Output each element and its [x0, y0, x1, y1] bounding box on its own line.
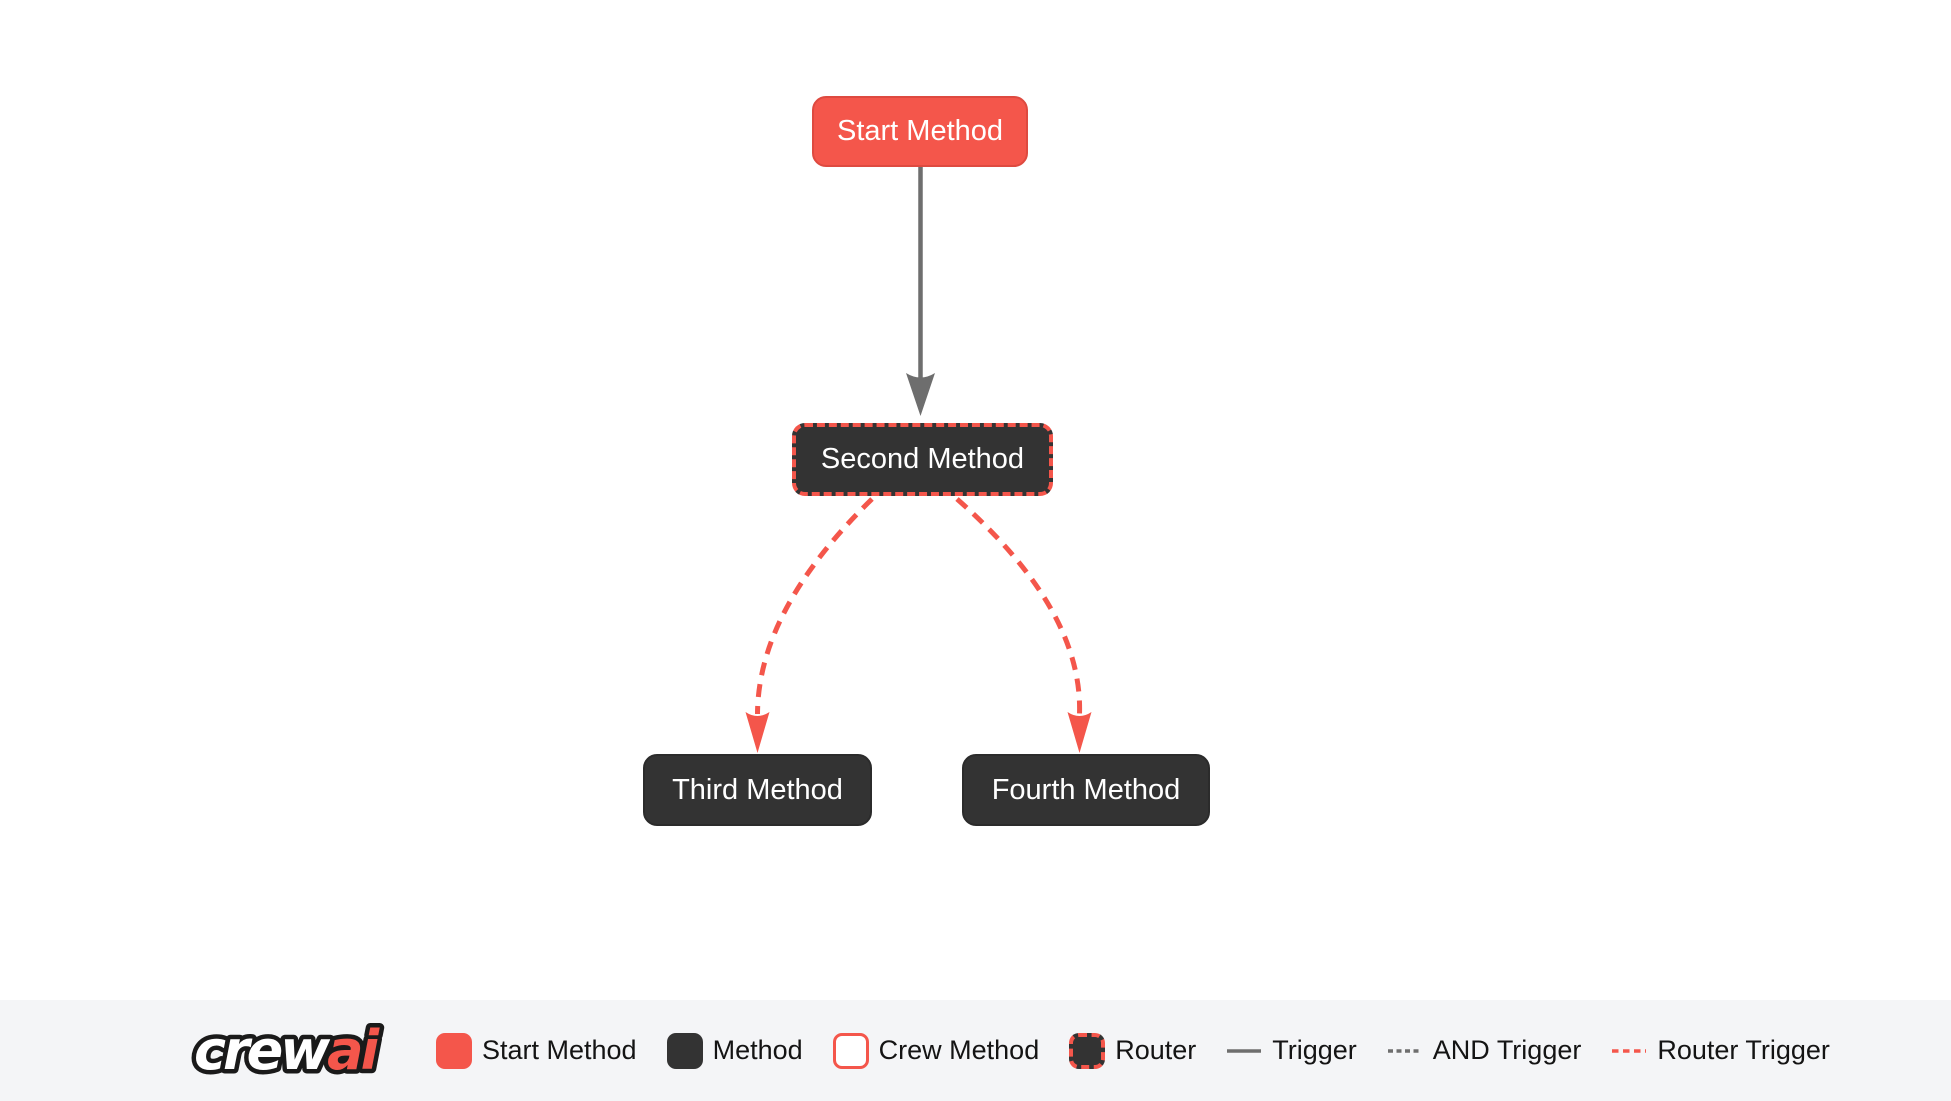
edge-router-trigger-left	[745, 497, 874, 753]
logo-ai-text: ai	[327, 1019, 380, 1082]
legend-bar: crewai Start Method Method Crew Method R…	[0, 1000, 1951, 1101]
router-swatch-icon	[1069, 1032, 1106, 1069]
legend-label: Method	[712, 1035, 803, 1065]
legend-label: Router	[1115, 1035, 1197, 1065]
node-start-method[interactable]: Start Method	[812, 96, 1028, 167]
legend-label: Trigger	[1272, 1035, 1357, 1065]
edge-trigger	[906, 167, 935, 416]
arrowhead-down-icon	[745, 712, 770, 753]
edges-layer	[745, 167, 1092, 753]
node-second-method[interactable]: Second Method	[792, 423, 1053, 496]
node-third-method[interactable]: Third Method	[643, 754, 872, 826]
method-swatch-icon	[666, 1032, 703, 1069]
legend-label: AND Trigger	[1432, 1035, 1582, 1065]
dashed-gray-line-icon	[1387, 1048, 1422, 1053]
legend-item-method: Method	[666, 1032, 803, 1069]
logo-crew-text: crew	[194, 1019, 331, 1082]
arrowhead-down-icon	[906, 373, 935, 416]
dashed-red-line-icon	[1612, 1048, 1647, 1053]
start-method-swatch-icon	[436, 1032, 472, 1069]
edge-router-trigger-right	[955, 497, 1092, 753]
solid-line-icon	[1227, 1048, 1262, 1053]
legend-label: Router Trigger	[1657, 1035, 1830, 1065]
legend-item-crew-method: Crew Method	[832, 1032, 1040, 1069]
svg-text:crewai: crewai	[194, 1019, 381, 1082]
legend-item-router-trigger: Router Trigger	[1611, 1035, 1830, 1066]
crewai-logo: crewai	[190, 1016, 388, 1086]
legend-label: Crew Method	[878, 1035, 1040, 1065]
legend-item-router: Router	[1069, 1032, 1197, 1069]
legend-label: Start Method	[482, 1035, 637, 1065]
legend-item-trigger: Trigger	[1226, 1035, 1357, 1066]
arrowhead-down-icon	[1067, 712, 1092, 753]
legend-item-start-method: Start Method	[436, 1032, 637, 1069]
crew-method-swatch-icon	[832, 1032, 869, 1069]
legend-item-and-trigger: AND Trigger	[1387, 1035, 1582, 1066]
node-fourth-method[interactable]: Fourth Method	[962, 754, 1210, 826]
